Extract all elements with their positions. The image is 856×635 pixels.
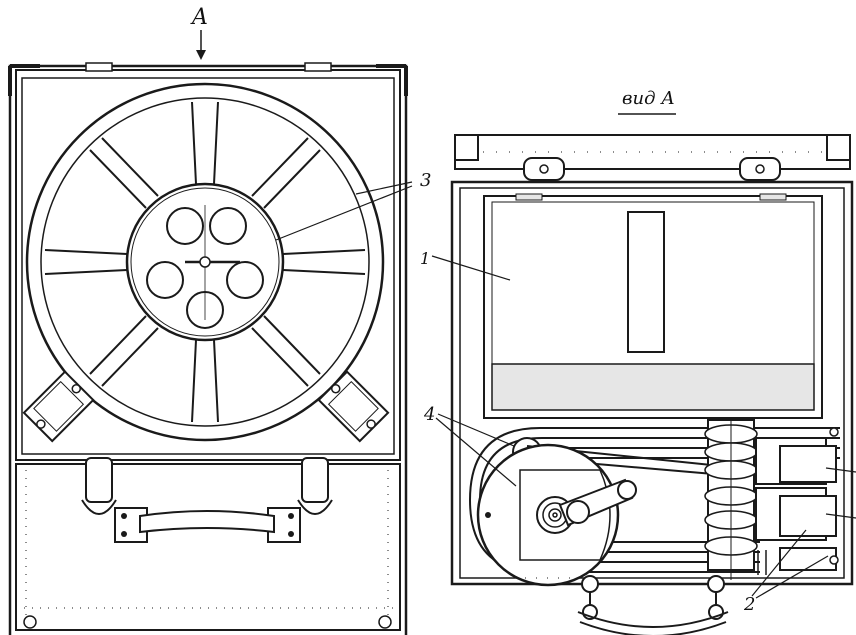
- leader-4a: [437, 413, 515, 447]
- film-magazine: [483, 193, 823, 419]
- carry-handle-view-a: [577, 575, 729, 635]
- right-view-a: вид А: [450, 88, 854, 635]
- corner-tl: [8, 64, 40, 96]
- top-hinge-left: [85, 62, 113, 72]
- view-arrow-label: A: [190, 5, 208, 30]
- left-case-view: A: [8, 5, 408, 635]
- case-outer: [8, 64, 408, 635]
- leader-2d: [825, 513, 856, 519]
- carry-handle-left-view: [114, 507, 301, 543]
- drive-mechanism: [468, 418, 840, 587]
- leader-2a: [751, 529, 807, 597]
- case-body-inner: [459, 187, 845, 579]
- callout-4: 4: [423, 404, 435, 425]
- case-body-panel: [15, 463, 401, 631]
- corner-tr: [376, 64, 408, 96]
- leader-4b: [435, 417, 517, 487]
- leader-3b: [275, 185, 413, 241]
- leader-2b: [755, 555, 829, 599]
- callout-2: 2: [743, 594, 755, 615]
- latch-left: [81, 457, 117, 515]
- film-reel: [25, 82, 385, 442]
- lid-frame: [15, 69, 401, 461]
- hinge-knuckle-left: [523, 157, 565, 181]
- top-hinge-right: [304, 62, 332, 72]
- callout-1: 1: [420, 249, 430, 268]
- leader-1: [431, 255, 511, 281]
- lid-corner-right: [826, 134, 851, 161]
- latch-right: [297, 457, 333, 515]
- view-arrow-head: [196, 50, 206, 60]
- leader-3a: [355, 181, 413, 195]
- lid-clamp-left: [22, 370, 95, 443]
- lid-inner: [21, 77, 395, 455]
- callout-3: 3: [420, 170, 431, 191]
- rivet-corner-right: [378, 615, 392, 629]
- rivet-corner-left: [23, 615, 37, 629]
- lid-clamp-right: [317, 370, 390, 443]
- leader-2c: [825, 467, 856, 473]
- view-a-title: вид А: [622, 88, 675, 109]
- hinge-knuckle-right: [739, 157, 781, 181]
- callouts: 3 1 4 2: [275, 170, 856, 615]
- lid-corner-left: [454, 134, 479, 161]
